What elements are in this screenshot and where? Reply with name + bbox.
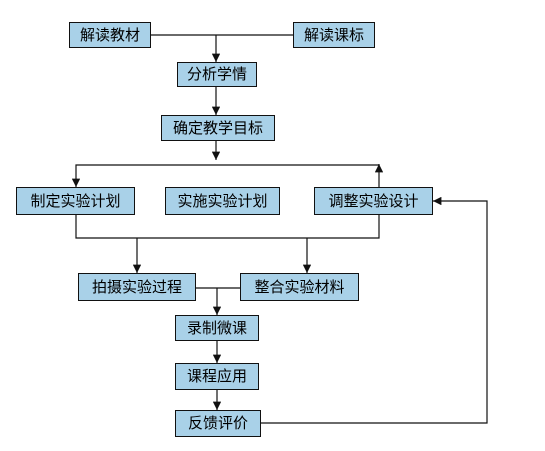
node-shishi-jihua: 实施实验计划 [165, 187, 280, 215]
node-paishe-guocheng: 拍摄实验过程 [78, 273, 196, 301]
node-fenxi-xueqing: 分析学情 [177, 62, 257, 87]
node-kecheng-yingyong: 课程应用 [175, 363, 259, 390]
node-zhenghe-cailiao: 整合实验材料 [240, 273, 359, 301]
node-fankui-pingjia: 反馈评价 [175, 410, 261, 437]
link-feedback-loop [261, 196, 488, 424]
link-merge [75, 214, 380, 239]
node-luzhi-weike: 录制微课 [175, 315, 259, 341]
node-zhiding-jihua: 制定实验计划 [16, 187, 135, 215]
node-tiaozheng-sheji: 调整实验设计 [314, 187, 433, 215]
link-to-zhiding-jihua [71, 164, 379, 187]
node-queding-mubiao: 确定教学目标 [161, 115, 275, 141]
node-jiedu-jiaocai: 解读教材 [69, 22, 151, 48]
node-jiedu-kebiao: 解读课标 [293, 22, 375, 48]
